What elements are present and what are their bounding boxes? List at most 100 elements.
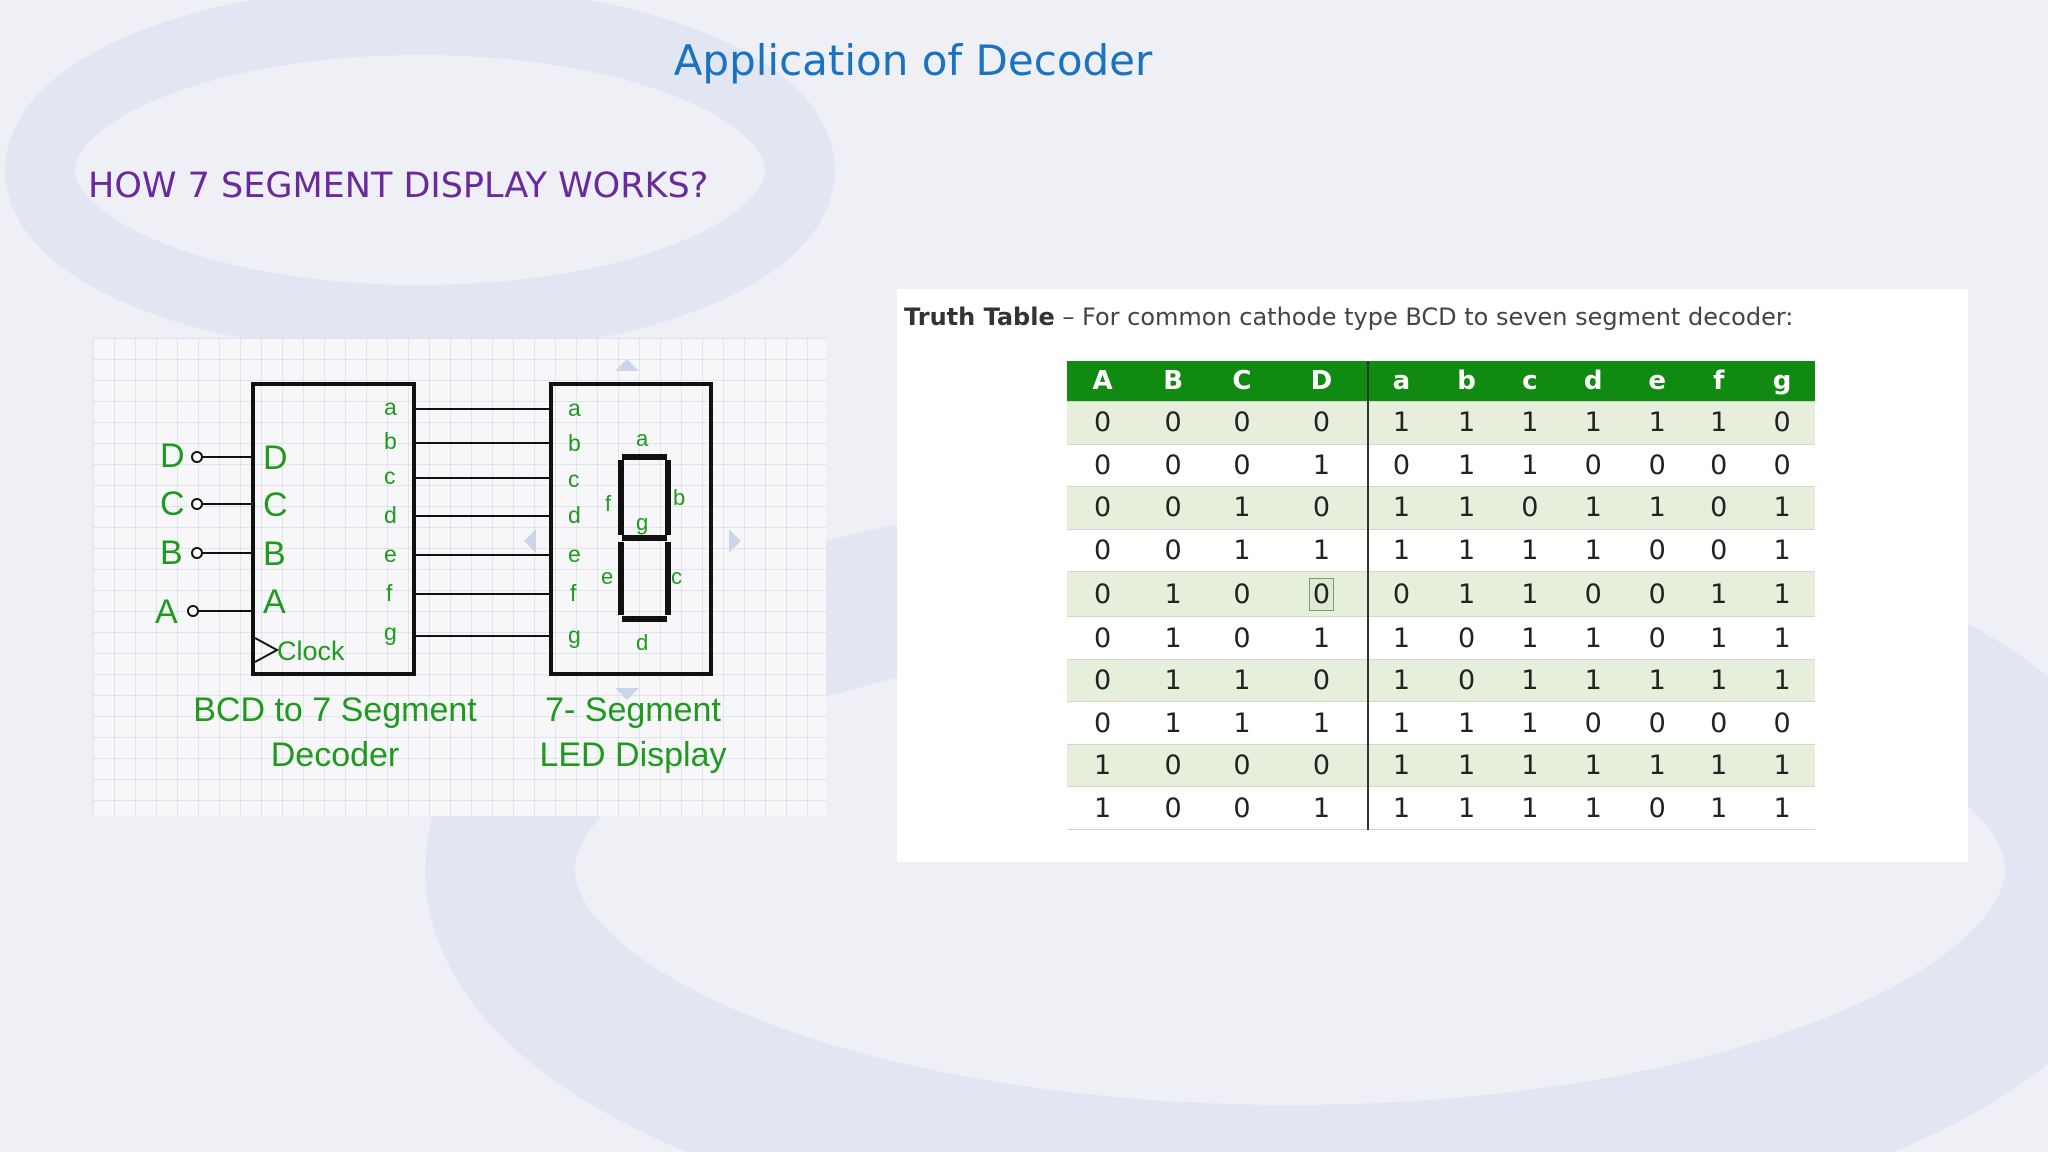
segment-label-f: f bbox=[605, 491, 612, 516]
segment-label-a: a bbox=[636, 426, 649, 451]
table-cell: 0 bbox=[1067, 486, 1139, 530]
input-label-c: C bbox=[160, 485, 185, 523]
table-cell: 1 bbox=[1749, 528, 1815, 573]
table-cell: 1 bbox=[1208, 658, 1276, 703]
table-cell: 0 bbox=[1688, 443, 1750, 488]
table-cell: 1 bbox=[1560, 486, 1627, 530]
table-cell: 0 bbox=[1560, 443, 1627, 488]
table-cell: 0 bbox=[1626, 701, 1689, 745]
input-label-a: A bbox=[155, 593, 178, 631]
display-box bbox=[549, 382, 713, 676]
segment-label-d: d bbox=[636, 630, 648, 655]
decoder-pin-b: B bbox=[263, 535, 286, 573]
input-label-d: D bbox=[160, 437, 185, 475]
decoder-out-g: g bbox=[384, 619, 397, 645]
decoder-caption-line2: Decoder bbox=[271, 736, 400, 774]
table-cell: 0 bbox=[1138, 401, 1209, 445]
table-cell: 0 bbox=[1560, 701, 1627, 745]
table-cell: 1 bbox=[1433, 443, 1500, 488]
truth-table-caption: Truth Table – For common cathode type BC… bbox=[904, 303, 1793, 331]
table-cell: 1 bbox=[1208, 486, 1276, 530]
truth-table-header-cell: g bbox=[1749, 361, 1815, 402]
table-cell: 1 bbox=[1138, 701, 1209, 745]
table-cell: 1 bbox=[1560, 658, 1627, 703]
table-cell: 1 bbox=[1138, 571, 1209, 618]
table-cell: 0 bbox=[1275, 658, 1370, 703]
decoder-out-f: f bbox=[386, 580, 393, 606]
segment-label-b: b bbox=[673, 485, 685, 510]
table-cell: 1 bbox=[1275, 616, 1370, 660]
display-caption-line2: LED Display bbox=[539, 736, 726, 774]
truth-table-header-cell: b bbox=[1433, 361, 1500, 402]
decoder-diagram-svg: D C B A D C B A Clock a b c d e f g a b … bbox=[155, 359, 741, 774]
table-cell: 1 bbox=[1688, 616, 1750, 660]
table-cell: 1 bbox=[1433, 528, 1500, 573]
truth-table-header-cell: a bbox=[1368, 361, 1434, 402]
display-in-a: a bbox=[568, 395, 581, 421]
table-cell: 0 bbox=[1275, 486, 1370, 530]
clock-label: Clock bbox=[277, 636, 345, 666]
table-cell: 1 bbox=[1067, 786, 1139, 830]
segment-label-c: c bbox=[671, 564, 682, 589]
table-cell: 1 bbox=[1499, 528, 1561, 573]
slide-title: Application of Decoder bbox=[673, 36, 1153, 85]
table-cell: 0 bbox=[1208, 616, 1276, 660]
table-cell: 1 bbox=[1499, 743, 1561, 788]
truth-table-caption-rest: – For common cathode type BCD to seven s… bbox=[1054, 303, 1794, 331]
table-cell: 0 bbox=[1499, 486, 1561, 530]
table-cell: 0 bbox=[1067, 701, 1139, 745]
table-cell: 1 bbox=[1368, 401, 1434, 445]
table-cell: 0 bbox=[1749, 701, 1815, 745]
table-cell: 1 bbox=[1688, 658, 1750, 703]
decor-arrow-left bbox=[524, 529, 536, 553]
display-in-g: g bbox=[568, 622, 581, 648]
table-cell: 1 bbox=[1208, 528, 1276, 573]
table-cell: 1 bbox=[1688, 743, 1750, 788]
input-wires bbox=[187, 451, 253, 617]
table-cell: 1 bbox=[1368, 658, 1434, 703]
table-cell: 1 bbox=[1749, 743, 1815, 788]
decoder-out-c: c bbox=[384, 463, 396, 489]
table-cell: 0 bbox=[1275, 401, 1370, 445]
segment-label-e: e bbox=[601, 564, 613, 589]
table-cell: 1 bbox=[1560, 616, 1627, 660]
table-cell: 0 bbox=[1067, 658, 1139, 703]
display-in-d: d bbox=[568, 502, 581, 528]
table-cell: 0 bbox=[1208, 401, 1276, 445]
highlighted-cell-value: 0 bbox=[1308, 577, 1334, 611]
table-cell: 1 bbox=[1626, 486, 1689, 530]
truth-table-header-cell: f bbox=[1688, 361, 1750, 402]
table-cell: 0 bbox=[1067, 443, 1139, 488]
table-cell: 0 bbox=[1433, 658, 1500, 703]
table-cell: 1 bbox=[1138, 616, 1209, 660]
truth-table-header-cell: d bbox=[1560, 361, 1627, 402]
display-in-c: c bbox=[568, 466, 580, 492]
table-cell: 1 bbox=[1626, 401, 1689, 445]
decoder-caption-line1: BCD to 7 Segment bbox=[193, 691, 477, 729]
table-cell: 1 bbox=[1275, 443, 1370, 488]
table-cell: 0 bbox=[1208, 786, 1276, 830]
truth-table-header-cell: e bbox=[1626, 361, 1689, 402]
table-cell: 1 bbox=[1560, 786, 1627, 830]
display-in-f: f bbox=[570, 580, 577, 606]
table-cell: 1 bbox=[1368, 786, 1434, 830]
table-cell: 0 bbox=[1208, 571, 1276, 618]
table-cell: 0 bbox=[1626, 616, 1689, 660]
table-cell: 1 bbox=[1433, 701, 1500, 745]
table-cell: 0 bbox=[1433, 616, 1500, 660]
table-cell: 0 bbox=[1067, 616, 1139, 660]
table-cell: 1 bbox=[1433, 401, 1500, 445]
table-cell: 0 bbox=[1275, 571, 1370, 618]
table-cell: 0 bbox=[1138, 786, 1209, 830]
table-cell: 1 bbox=[1499, 401, 1561, 445]
decoder-pin-c: C bbox=[263, 486, 288, 524]
table-cell: 1 bbox=[1626, 743, 1689, 788]
